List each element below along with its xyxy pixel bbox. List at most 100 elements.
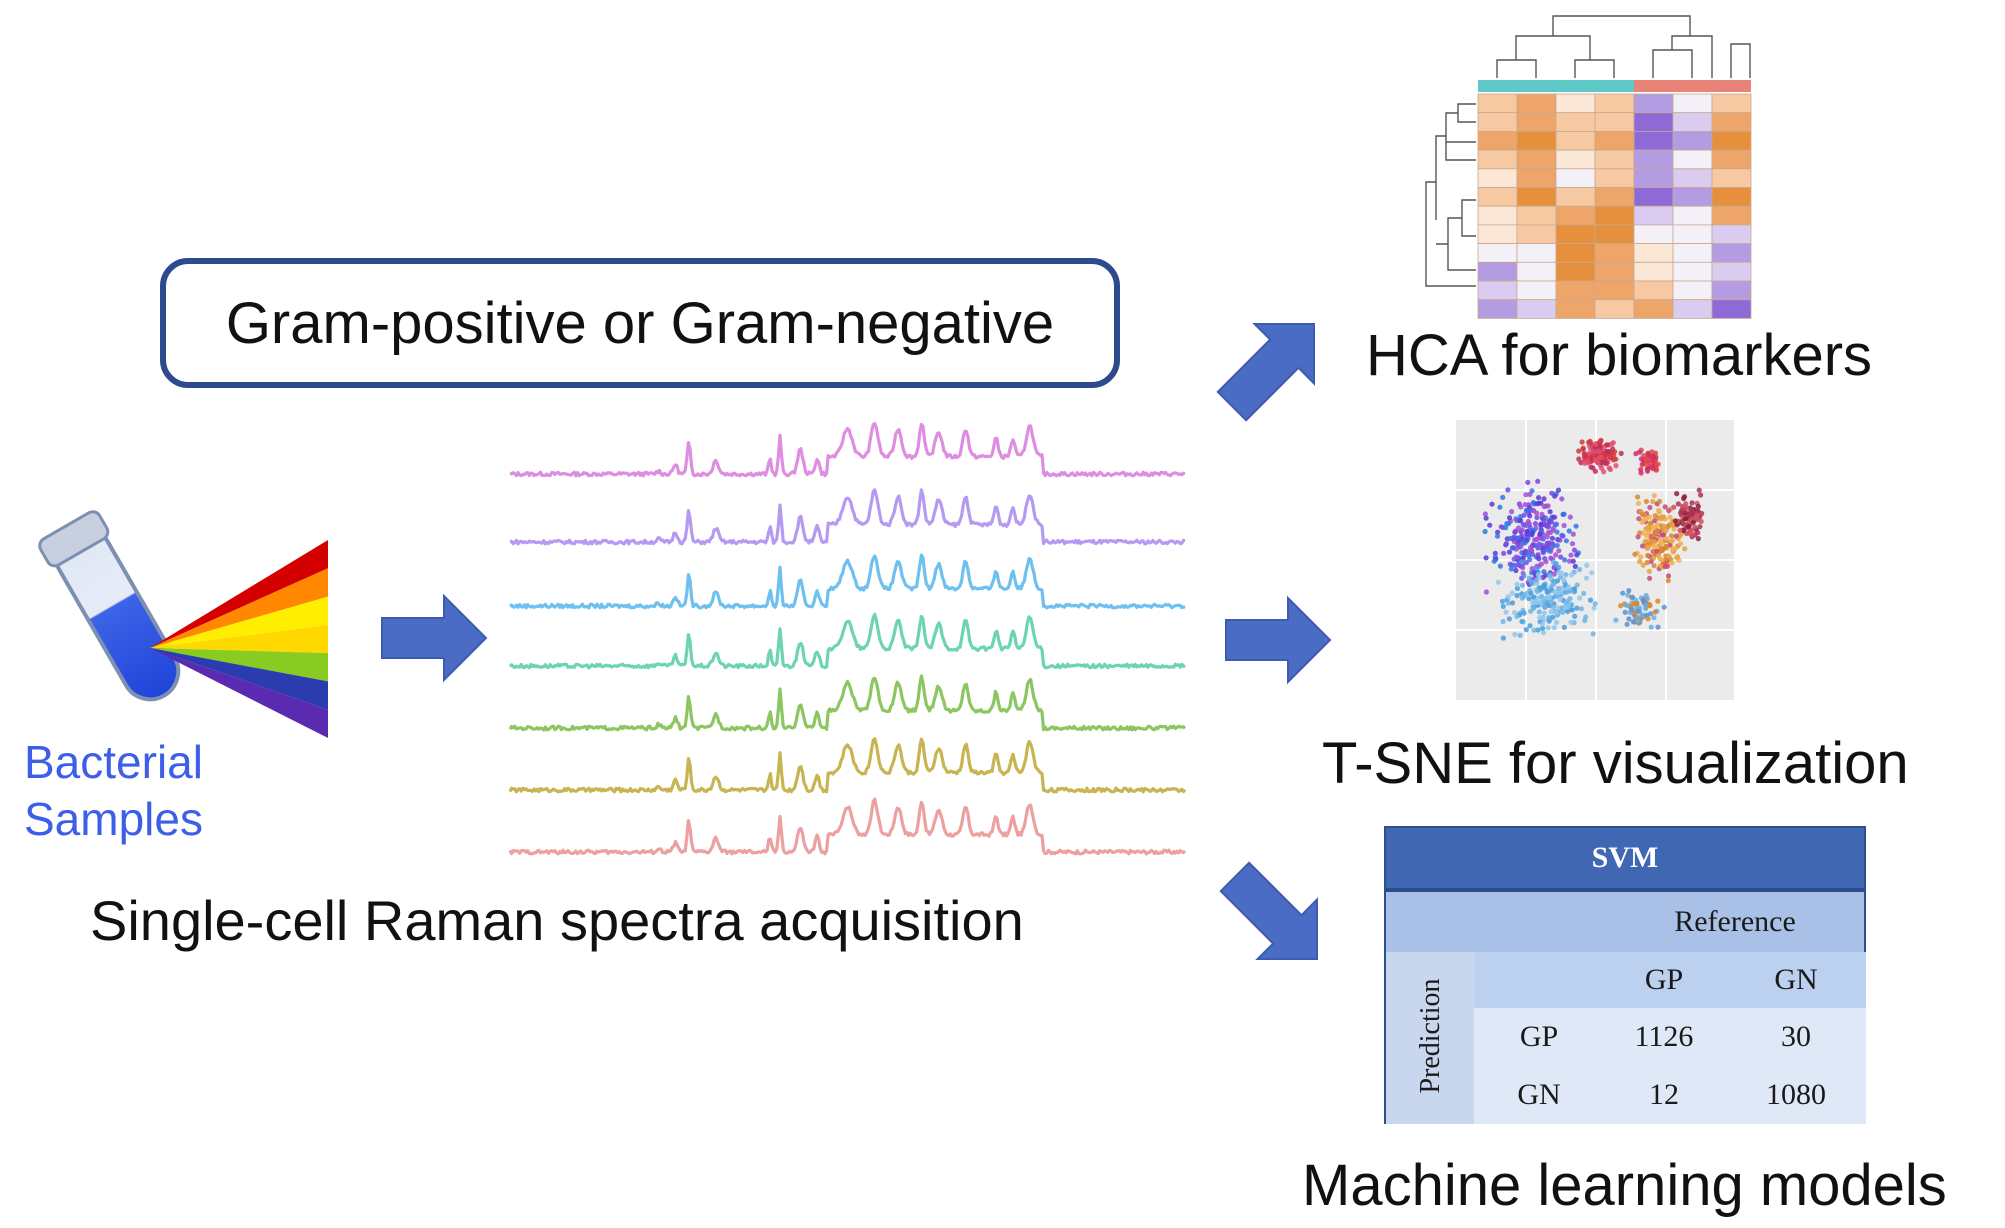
tsne-point [1646, 459, 1652, 465]
tsne-point [1634, 601, 1640, 607]
tsne-point [1635, 618, 1641, 624]
hca-cell [1555, 224, 1596, 244]
tsne-point [1551, 625, 1557, 631]
tsne-scatter-thumbnail [1456, 420, 1734, 700]
tsne-point [1637, 530, 1643, 536]
hca-cell [1711, 299, 1752, 319]
tsne-point [1590, 631, 1596, 637]
arrow-to-spectra [381, 593, 488, 683]
tsne-point [1656, 507, 1662, 513]
tsne-point [1596, 440, 1602, 446]
spectrum-band [150, 624, 328, 654]
tsne-point [1500, 603, 1506, 610]
tsne-point [1506, 616, 1512, 622]
tsne-label: T-SNE for visualization [1322, 731, 1909, 796]
svm-prediction-column [1386, 952, 1474, 1124]
tsne-point [1521, 512, 1527, 518]
tsne-point [1548, 609, 1554, 615]
tsne-point [1546, 618, 1552, 624]
hca-cell [1477, 280, 1518, 301]
tsne-point [1624, 621, 1630, 627]
tsne-point [1556, 569, 1562, 576]
tsne-point [1584, 562, 1590, 569]
tsne-point [1544, 589, 1550, 595]
test-tube-icon [38, 510, 181, 702]
tsne-point [1649, 449, 1655, 455]
tsne-point [1547, 594, 1553, 601]
tsne-point [1655, 461, 1661, 467]
tsne-point [1555, 585, 1561, 592]
tsne-point [1576, 456, 1582, 462]
tsne-point [1529, 531, 1535, 538]
svm-body [1474, 1008, 1866, 1124]
tsne-point [1534, 514, 1540, 521]
tsne-point [1552, 514, 1558, 520]
tsne-point [1523, 507, 1529, 514]
tsne-point [1532, 521, 1538, 527]
tsne-point [1495, 529, 1501, 535]
tsne-point [1643, 498, 1649, 505]
tsne-point [1640, 562, 1646, 568]
hca-cell [1711, 205, 1752, 226]
raman-spectra-plot [508, 422, 1187, 856]
tsne-point [1528, 580, 1534, 587]
tsne-point [1572, 613, 1578, 620]
tsne-point [1534, 510, 1540, 516]
tsne-point [1554, 578, 1561, 584]
hca-cell [1711, 112, 1752, 132]
hca-cell [1672, 224, 1713, 244]
tsne-point [1651, 455, 1657, 461]
sample-label-line1: Bacterial [24, 736, 203, 788]
tsne-point [1592, 601, 1598, 607]
hca-cell [1711, 149, 1752, 170]
hca-cell [1594, 224, 1635, 244]
tsne-point [1674, 491, 1680, 497]
tsne-point [1669, 560, 1675, 566]
tsne-point [1499, 598, 1506, 604]
hca-cell [1594, 261, 1635, 282]
tsne-point [1666, 508, 1672, 514]
tsne-point [1482, 511, 1488, 517]
hca-cell [1516, 149, 1557, 170]
hca-cell [1633, 187, 1674, 207]
tsne-point [1544, 534, 1550, 540]
tsne-point [1557, 590, 1563, 596]
tsne-point [1487, 522, 1493, 528]
svm-col-header-gn: GN [1774, 963, 1818, 996]
tsne-point [1655, 598, 1661, 604]
tsne-point [1628, 607, 1634, 613]
tsne-point [1562, 557, 1568, 563]
flow-arrows [381, 323, 1332, 960]
tsne-point [1569, 541, 1576, 547]
svm-reference-row [1386, 892, 1864, 952]
tsne-point [1540, 548, 1546, 555]
tsne-point [1580, 446, 1586, 452]
hca-cell [1516, 187, 1557, 207]
hca-cell [1633, 243, 1674, 263]
hca-cell [1672, 149, 1713, 170]
hca-cell [1516, 243, 1557, 263]
tsne-point [1511, 534, 1517, 540]
hca-cell [1672, 93, 1713, 114]
tsne-point [1541, 603, 1547, 609]
tsne-point [1644, 532, 1650, 539]
tsne-point [1500, 635, 1506, 641]
tsne-point [1534, 565, 1540, 571]
tsne-point [1492, 550, 1498, 556]
tsne-point [1550, 582, 1556, 588]
hca-cell [1555, 112, 1596, 132]
tsne-point [1644, 545, 1650, 551]
tsne-point [1569, 607, 1575, 613]
tsne-point [1517, 632, 1523, 638]
tsne-point [1503, 609, 1509, 615]
tsne-point [1592, 448, 1598, 454]
spectrum-band [150, 648, 328, 710]
tsne-point [1547, 509, 1553, 515]
tsne-point [1503, 525, 1509, 531]
tsne-point [1573, 523, 1579, 529]
tsne-point [1509, 509, 1515, 515]
gram-classification-box: Gram-positive or Gram-negative [160, 258, 1120, 388]
tsne-point [1505, 600, 1511, 606]
tsne-point [1565, 608, 1571, 615]
tsne-point [1520, 521, 1526, 528]
